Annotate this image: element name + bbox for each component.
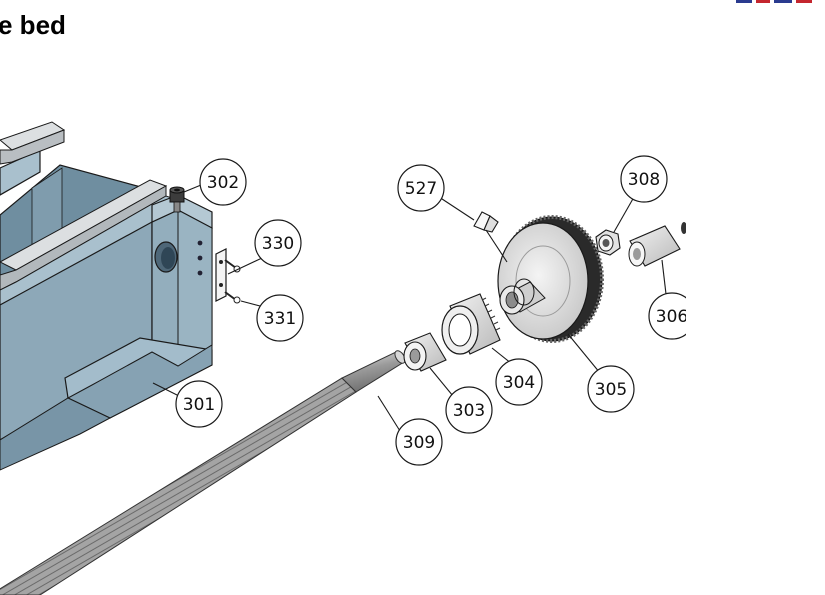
svg-text:308: 308 bbox=[628, 170, 660, 190]
callout-308: 308 bbox=[620, 155, 668, 203]
callout-330: 330 bbox=[254, 219, 302, 267]
svg-text:309: 309 bbox=[403, 433, 435, 453]
svg-text:331: 331 bbox=[264, 309, 296, 329]
mounting-plate bbox=[215, 248, 227, 302]
part-callouts: 302 330 331 301 309 303 304 305 bbox=[175, 155, 696, 466]
bushing bbox=[403, 332, 447, 372]
sleeve bbox=[628, 222, 687, 267]
leader-lines bbox=[152, 184, 667, 432]
callout-306: 306 bbox=[648, 292, 696, 340]
cap-screw bbox=[169, 186, 185, 213]
small-screws bbox=[224, 259, 241, 304]
svg-text:306: 306 bbox=[656, 307, 688, 327]
svg-text:304: 304 bbox=[503, 373, 535, 393]
svg-text:302: 302 bbox=[207, 173, 239, 193]
callout-303: 303 bbox=[445, 386, 493, 434]
callout-302: 302 bbox=[199, 158, 247, 206]
callout-304: 304 bbox=[495, 358, 543, 406]
callout-527: 527 bbox=[397, 164, 445, 212]
leadscrew bbox=[0, 350, 406, 595]
svg-text:305: 305 bbox=[595, 380, 627, 400]
callout-305: 305 bbox=[587, 365, 635, 413]
callout-309: 309 bbox=[395, 418, 443, 466]
page-title: e bed bbox=[0, 10, 66, 40]
svg-text:301: 301 bbox=[183, 395, 215, 415]
crop-mask bbox=[686, 160, 825, 360]
svg-text:303: 303 bbox=[453, 401, 485, 421]
callout-331: 331 bbox=[256, 294, 304, 342]
nut bbox=[595, 229, 621, 256]
lathe-bed bbox=[0, 121, 213, 471]
key bbox=[473, 211, 499, 233]
gear-wheel bbox=[497, 215, 604, 343]
svg-text:527: 527 bbox=[405, 179, 437, 199]
svg-text:330: 330 bbox=[262, 234, 294, 254]
graduated-collar bbox=[441, 293, 501, 355]
brand-logo-fragment bbox=[736, 0, 812, 3]
callout-301: 301 bbox=[175, 380, 223, 428]
